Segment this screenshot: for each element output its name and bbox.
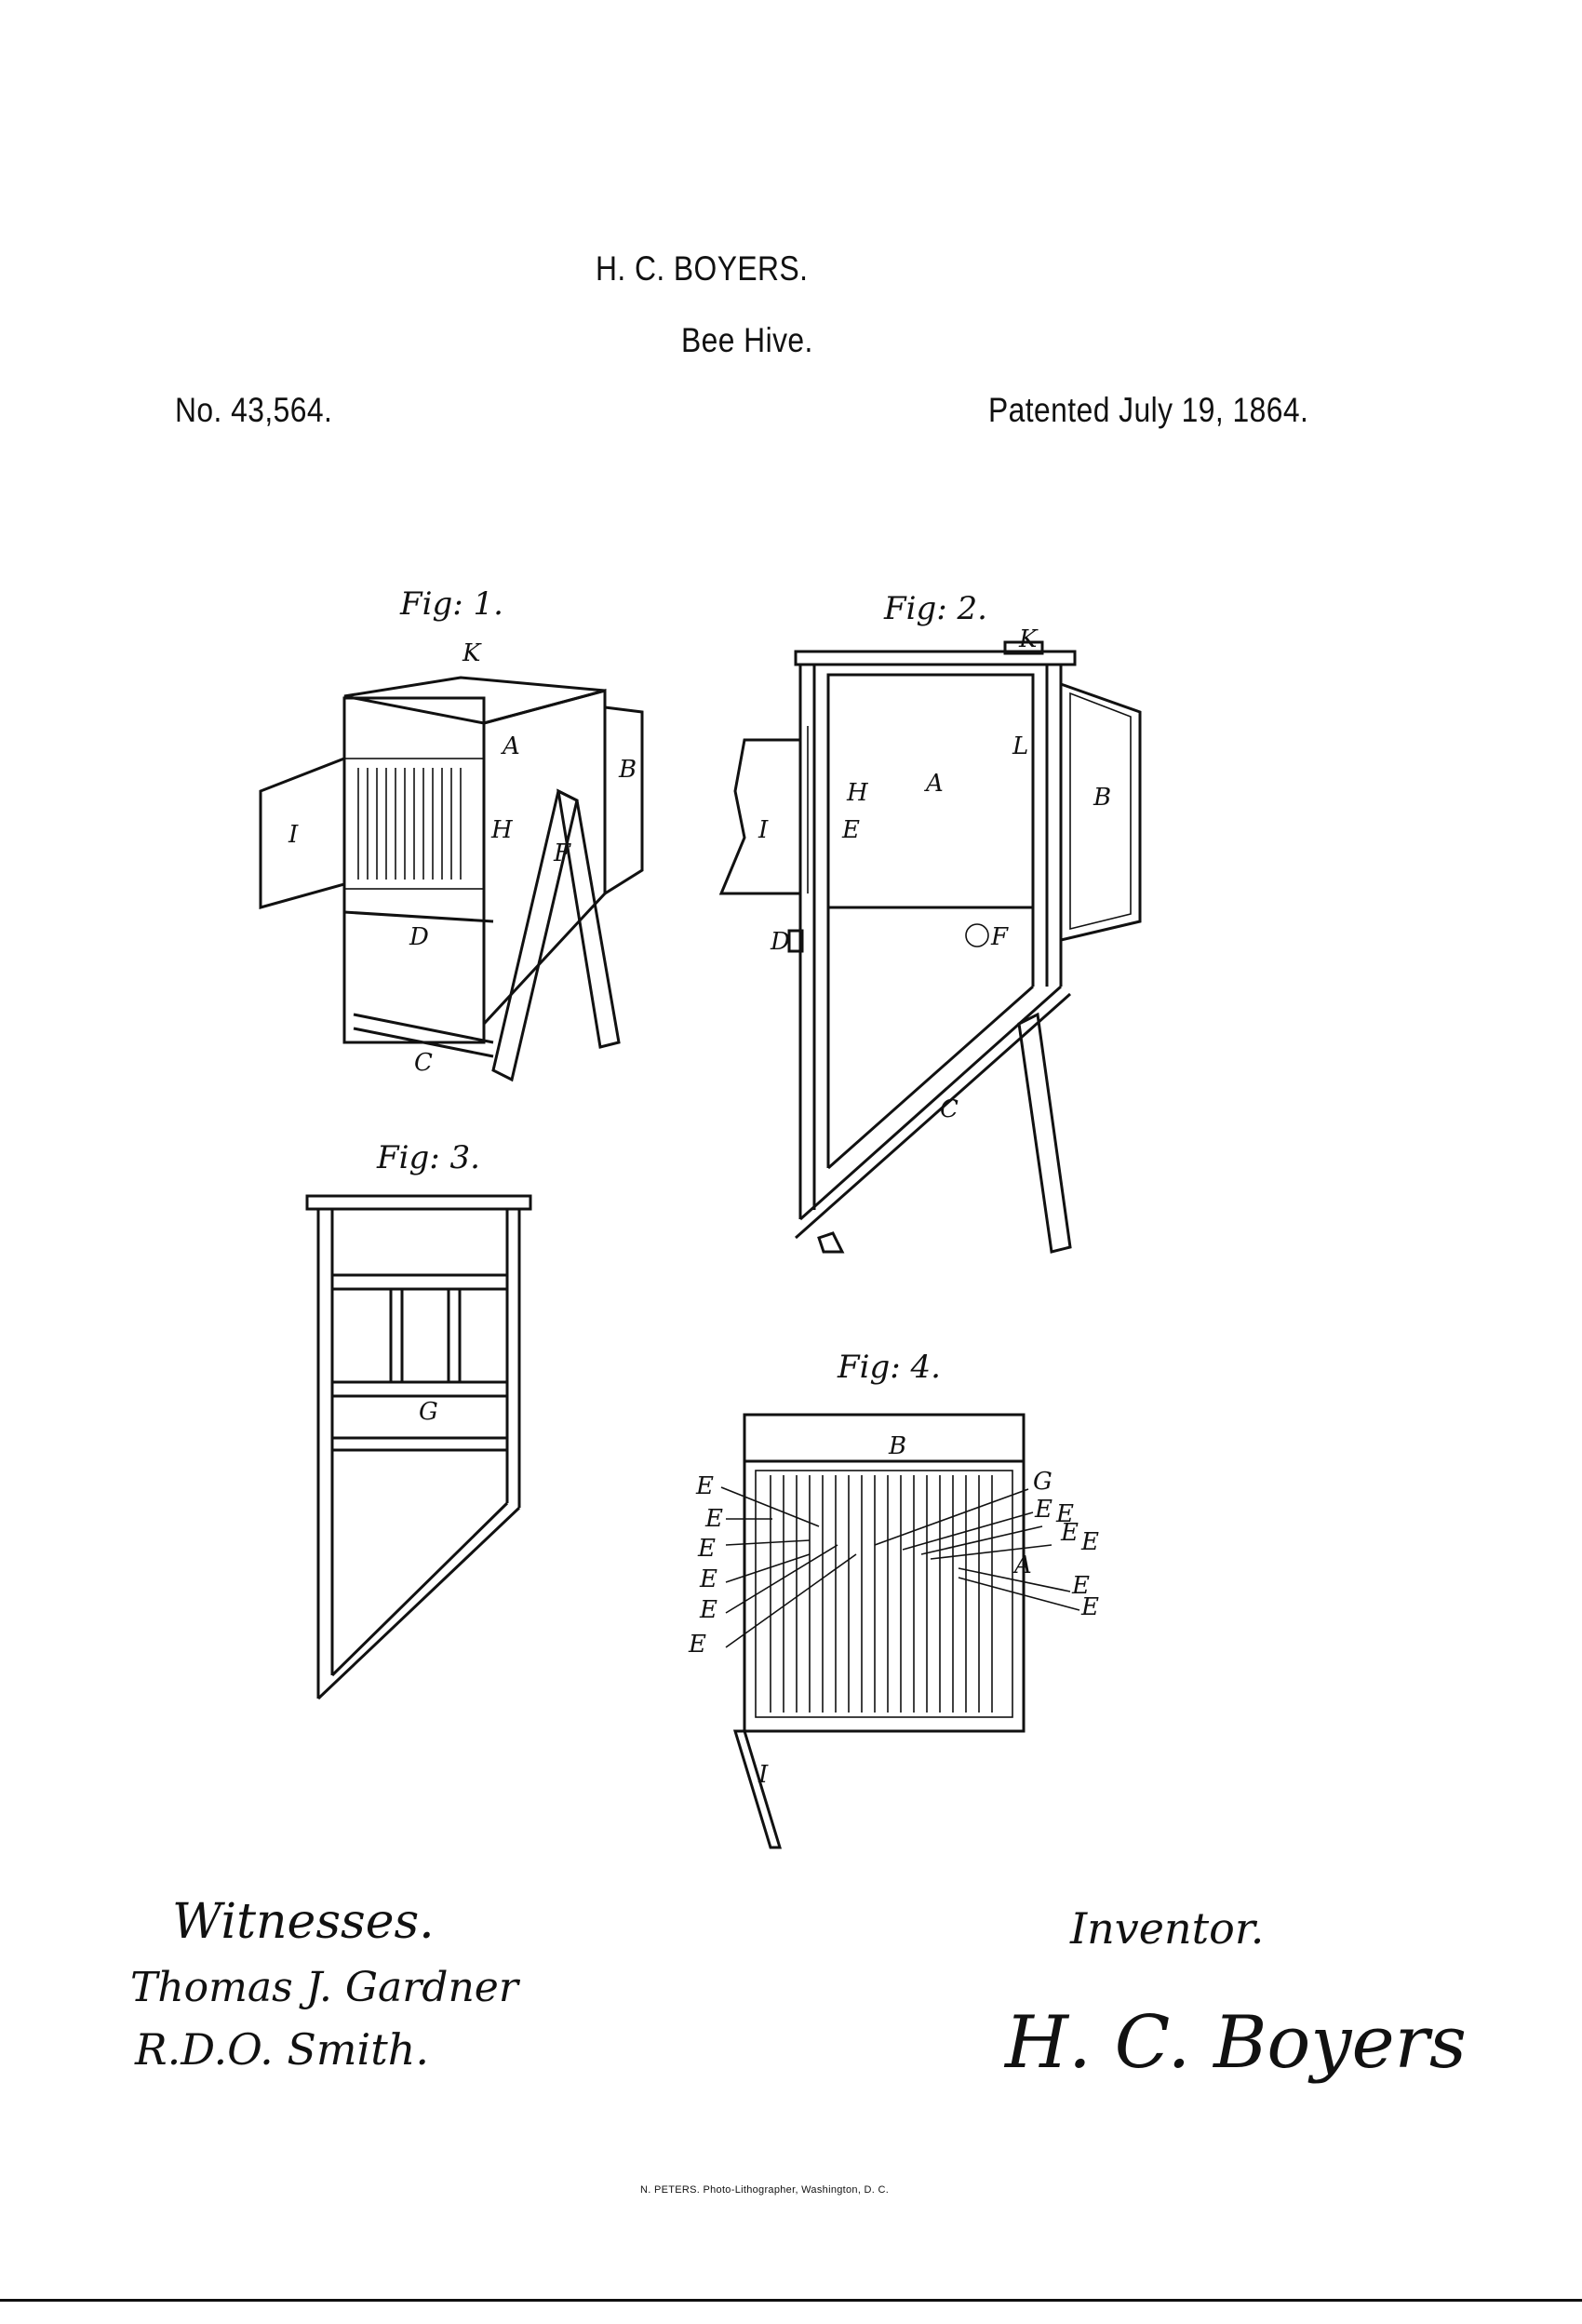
fig2-label-k: K [1018,625,1039,653]
inventor-heading: Inventor. [1070,1903,1265,1954]
fig1-title: Fig: 1. [399,585,503,623]
fig2-label-l: L [1012,732,1028,760]
fig2-top-board [794,650,1077,666]
fig4-label-e: E [1071,1572,1090,1600]
fig3-divider-2 [447,1287,462,1384]
fig2-label-h: H [846,779,869,807]
fig4-label-e: E [1060,1519,1079,1547]
fig2-label-a: A [924,770,944,798]
fig3-label-g: G [419,1398,438,1426]
fig2-label-c: C [940,1095,959,1123]
fig3-frame-view: Fig: 3. G [305,1139,532,1700]
fig2-sloped-bottom-c [799,985,1062,1221]
fig1-door-i [259,756,346,909]
witness-1-signature: Thomas J. Gardner [130,1964,518,2011]
fig1-glass-bars [357,768,462,880]
fig2-label-i: I [757,816,769,844]
fig1-label-f: F [553,840,571,867]
patent-number: No. 43,564. [175,391,333,429]
fig4-leader-lines [720,1486,1080,1648]
fig2-label-e: E [841,816,860,844]
fig3-title: Fig: 3. [376,1139,480,1176]
fig4-labels-e-right: E E E E E E [1034,1496,1099,1621]
fig4-comb-bars [770,1475,993,1713]
fig1-label-i: I [288,821,299,849]
fig2-leg-front [817,1231,845,1254]
fig2-label-f: F [990,923,1009,951]
patent-date: Patented July 19, 1864. [988,391,1309,429]
fig4-label-e: E [699,1565,717,1593]
fig1-box-b [603,705,644,896]
fig4-label-e: E [697,1535,716,1563]
fig4-title: Fig: 4. [837,1349,941,1386]
fig1-label-d: D [409,923,429,951]
fig4-label-e: E [688,1631,706,1659]
inventor-signature: H. C. Boyers [1005,2001,1467,2085]
patent-title: Bee Hive. [681,321,813,359]
witnesses-heading: Witnesses. [172,1894,435,1950]
lithographer-credit: N. PETERS. Photo-Lithographer, Washingto… [640,2184,890,2196]
fig1-ledge-d [343,910,494,923]
fig1-perspective-view: Fig: 1. K A B I H F [259,585,644,1082]
fig1-label-h: H [490,816,514,844]
fig2-title: Fig: 2. [883,590,987,627]
fig4-label-e: E [704,1505,723,1533]
fig1-label-b: B [618,756,637,784]
fig4-label-g: G [1033,1468,1052,1496]
fig4-label-e: E [699,1596,717,1624]
fig2-vent-f [965,923,989,947]
fig1-label-k: K [462,639,482,667]
fig2-sectional-view: Fig: 2. K L A B H [718,590,1142,1254]
fig2-inner-slope [827,985,1034,1170]
fig2-door-i [718,738,800,895]
fig4-box-b [743,1413,1026,1463]
fig1-base-board [353,1013,494,1044]
fig4-plan-view: Fig: 4. [688,1349,1099,1849]
fig4-label-e: E [1055,1500,1074,1528]
fig4-label-e: E [695,1472,714,1500]
fig4-label-e: E [1080,1528,1099,1556]
fig2-chamber-a [826,673,1035,909]
fig1-label-a: A [501,732,520,760]
witness-2-signature: R.D.O. Smith. [135,2024,429,2075]
inventor-name: H. C. BOYERS. [596,249,809,288]
fig4-label-e: E [1034,1496,1052,1524]
fig3-top-bar [305,1194,532,1211]
fig3-slope-inner [330,1501,509,1677]
fig2-label-d: D [770,928,790,956]
fig4-labels-e-left: E E E E E E [688,1472,723,1659]
fig4-label-a: A [1012,1552,1032,1579]
fig4-label-e: E [1080,1593,1099,1621]
fig4-door-i [732,1729,783,1849]
fig1-leg-right [556,788,621,1049]
fig3-divider-1 [389,1287,404,1384]
fig2-ledge-d [787,929,804,953]
bottom-border-rule [0,2299,1582,2302]
fig4-label-i: I [757,1761,769,1789]
fig4-comb-frame [743,1459,1026,1733]
fig2-leg-rear [1017,1012,1072,1254]
fig1-label-c: C [414,1049,433,1077]
fig3-slope-outer [316,1506,521,1700]
fig2-box-b [1059,681,1142,942]
fig4-label-b: B [888,1432,906,1460]
fig2-label-b: B [1093,784,1111,812]
fig2-knob-k [1003,640,1044,655]
